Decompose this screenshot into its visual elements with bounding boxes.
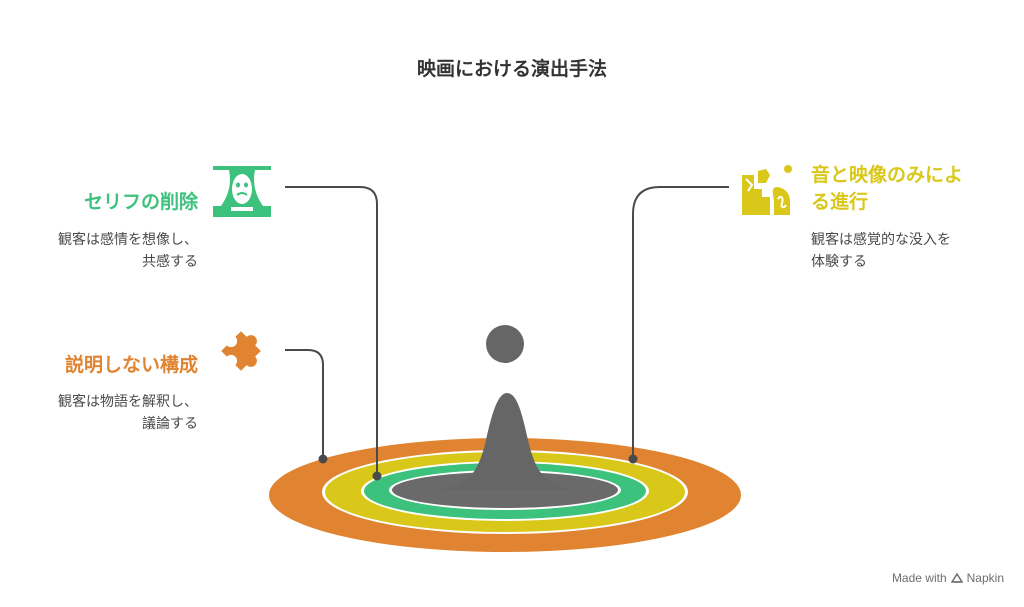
item-label-audiovisual: 音と映像のみによ る進行 <box>811 162 963 216</box>
connector-dot-serif <box>372 471 382 481</box>
footer-prefix: Made with <box>891 571 947 585</box>
connector-line-serif <box>285 186 378 476</box>
description-line: 体験する <box>811 254 867 270</box>
center-splash <box>437 393 576 490</box>
description-line: 議論する <box>142 416 198 432</box>
item-label-no-explanation: 説明しない構成 <box>64 354 198 376</box>
connector-line-structure <box>285 349 324 459</box>
page-title: 映画における演出手法 <box>416 58 607 80</box>
item-label-serif-removal: セリフの削除 <box>83 191 198 213</box>
description-line: 観客は感情を想像し、 <box>58 232 198 248</box>
center-head <box>486 325 524 363</box>
description-line: 観客は物語を解釈し、 <box>58 394 198 410</box>
item-description-serif-removal: 観客は感情を想像し、 共感する <box>58 229 198 273</box>
footer-brand: Napkin <box>966 571 1004 585</box>
napkin-logo-icon <box>950 572 963 583</box>
connector-dot-audiovisual <box>628 454 638 464</box>
description-line: 共感する <box>142 254 198 270</box>
connector-dot-structure <box>318 454 328 464</box>
connector-line-audiovisual <box>632 186 729 459</box>
item-description-no-explanation: 観客は物語を解釈し、 議論する <box>58 391 198 435</box>
puzzle-piece-icon <box>213 323 269 379</box>
film-art-icon <box>740 159 798 217</box>
label-line: る進行 <box>811 191 869 213</box>
made-with-napkin-badge[interactable]: Made with Napkin <box>892 571 1004 585</box>
description-line: 観客は感覚的な没入を <box>811 232 951 248</box>
theater-mask-icon <box>213 159 271 217</box>
item-description-audiovisual: 観客は感覚的な没入を 体験する <box>811 229 951 273</box>
label-line: 音と映像のみによ <box>811 164 964 186</box>
